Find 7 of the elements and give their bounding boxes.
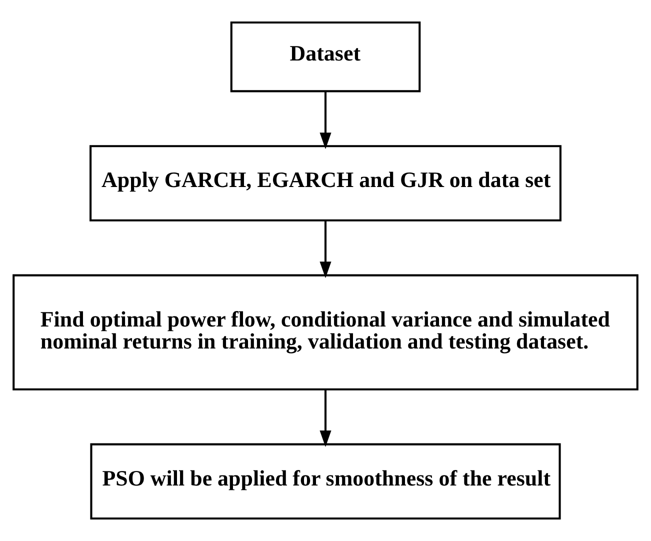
arrow [320, 91, 332, 150]
arrow [320, 220, 332, 278]
node-box: PSO will be applied for smoothness of the result [90, 443, 561, 520]
arrow [320, 389, 332, 448]
node-box: Find optimal power flow, conditional variance and simulated nominal returns in training, validation and testing dataset. [12, 274, 638, 390]
node-box: Dataset [230, 21, 421, 92]
node-box: Apply GARCH, EGARCH and GJR on data set [90, 145, 562, 222]
